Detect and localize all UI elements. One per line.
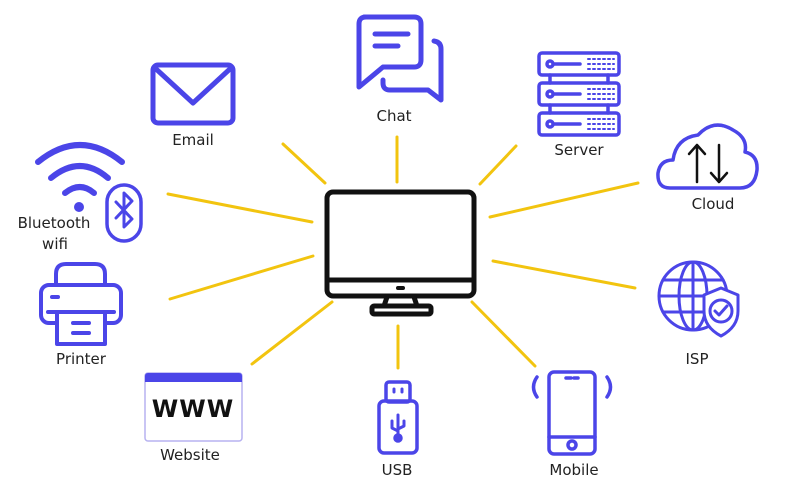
smartphone-icon — [531, 370, 613, 456]
connector-server — [478, 144, 518, 186]
usb-drive-icon — [377, 380, 419, 455]
node-label-website[interactable]: Website — [160, 446, 220, 464]
connector-email — [281, 142, 327, 185]
chat-bubbles-icon — [356, 14, 444, 103]
node-label-wifi[interactable]: wifi — [42, 235, 68, 253]
server-rack-icon — [537, 51, 621, 137]
node-label-server[interactable]: Server — [554, 141, 604, 159]
node-label-mobile[interactable]: Mobile — [549, 461, 599, 479]
node-label-bluetooth[interactable]: Bluetooth — [17, 214, 91, 232]
connector-bluetooth-wifi — [166, 192, 314, 224]
website-url-text: WWW — [151, 395, 235, 423]
monitor-icon — [324, 189, 477, 317]
envelope-icon — [150, 62, 236, 126]
connector-mobile — [470, 300, 537, 368]
connectors — [166, 135, 640, 370]
wifi-bluetooth-icon — [35, 142, 143, 243]
connector-printer — [168, 254, 315, 301]
connector-isp — [491, 259, 637, 290]
node-label-cloud[interactable]: Cloud — [691, 195, 735, 213]
connector-cloud — [488, 181, 640, 219]
node-label-printer[interactable]: Printer — [56, 350, 106, 368]
node-label-usb[interactable]: USB — [381, 461, 413, 479]
node-label-chat[interactable]: Chat — [376, 107, 412, 125]
browser-window-icon — [144, 372, 243, 442]
globe-shield-icon — [657, 260, 740, 338]
cloud-transfer-icon — [656, 123, 759, 190]
node-label-isp[interactable]: ISP — [685, 350, 709, 368]
connector-website — [250, 300, 334, 366]
node-label-email[interactable]: Email — [172, 131, 214, 149]
printer-icon — [39, 262, 123, 346]
